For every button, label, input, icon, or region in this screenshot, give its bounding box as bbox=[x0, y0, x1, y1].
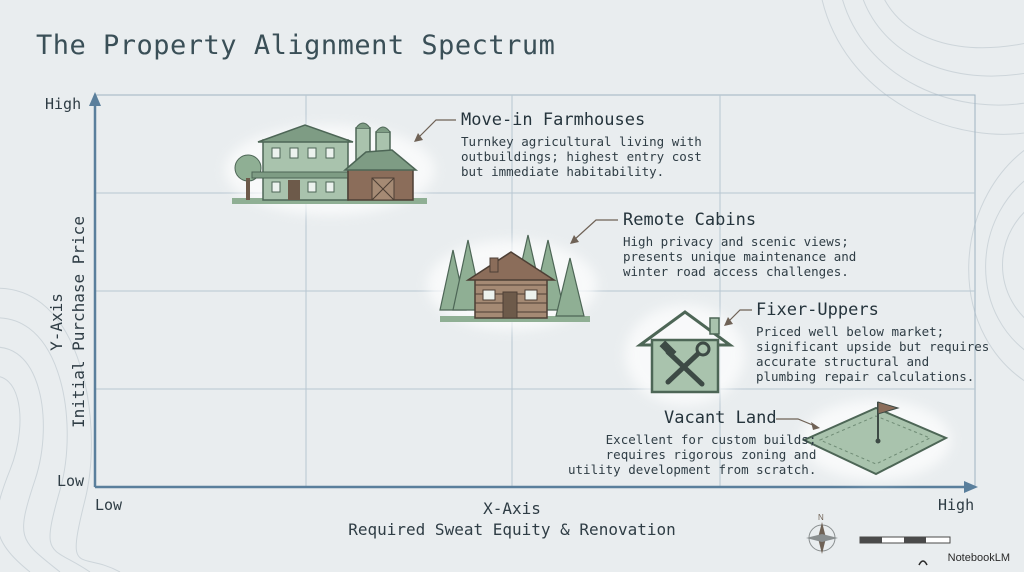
farmhouse-icon bbox=[225, 122, 435, 215]
category-fixer-uppers: Fixer-Uppers Priced well below market; s… bbox=[756, 300, 989, 384]
fixer-upper-icon bbox=[625, 305, 745, 405]
cabin-icon bbox=[427, 234, 597, 330]
notebooklm-logo-icon bbox=[918, 560, 928, 566]
category-description: High privacy and scenic views; presents … bbox=[623, 234, 857, 279]
leader-line-vacant-land bbox=[776, 418, 816, 427]
category-title: Fixer-Uppers bbox=[756, 300, 879, 320]
category-description: Turnkey agricultural living with outbuil… bbox=[461, 134, 702, 179]
leader-line-fixer-upper bbox=[727, 309, 752, 323]
brand-label: NotebookLM bbox=[947, 552, 1010, 564]
y-axis-title-line1: Y-Axis bbox=[47, 293, 66, 351]
scale-bar bbox=[859, 536, 951, 544]
category-remote-cabins: Remote Cabins High privacy and scenic vi… bbox=[623, 210, 856, 279]
category-farmhouses: Move-in Farmhouses Turnkey agricultural … bbox=[461, 110, 702, 179]
category-title: Move-in Farmhouses bbox=[461, 110, 646, 130]
compass-north-label: N bbox=[818, 513, 824, 522]
category-vacant-land: Vacant Land Excellent for custom builds;… bbox=[568, 408, 816, 477]
y-axis-low-label: Low bbox=[57, 472, 85, 490]
x-axis-high-label: High bbox=[938, 496, 975, 514]
category-title: Remote Cabins bbox=[623, 210, 757, 230]
y-axis-title: Y-Axis Initial Purchase Price bbox=[46, 172, 90, 472]
compass-icon bbox=[806, 522, 838, 554]
category-title: Vacant Land bbox=[664, 408, 777, 428]
y-axis-arrow bbox=[89, 92, 101, 106]
category-description: Excellent for custom builds; requires ri… bbox=[568, 432, 817, 477]
leader-arrow-cabin bbox=[570, 235, 579, 244]
x-axis-arrow bbox=[964, 481, 978, 493]
leader-arrow-vacant-land bbox=[811, 422, 820, 430]
page-title: The Property Alignment Spectrum bbox=[36, 30, 556, 61]
vacant-land-icon bbox=[801, 400, 951, 480]
leader-arrow-farmhouse bbox=[414, 133, 423, 142]
leader-line-cabin bbox=[573, 219, 618, 241]
x-axis-title-line2: Required Sweat Equity & Renovation bbox=[348, 520, 676, 539]
category-description: Priced well below market; significant up… bbox=[756, 324, 990, 384]
leader-line-farmhouse bbox=[417, 119, 456, 139]
x-axis-title: X-Axis Required Sweat Equity & Renovatio… bbox=[312, 499, 712, 539]
x-axis-title-line1: X-Axis bbox=[483, 499, 541, 518]
y-axis-title-line2: Initial Purchase Price bbox=[69, 216, 88, 428]
x-axis-low-label: Low bbox=[95, 496, 123, 514]
leader-arrow-fixer-upper bbox=[724, 317, 733, 326]
y-axis-high-label: High bbox=[45, 95, 82, 113]
